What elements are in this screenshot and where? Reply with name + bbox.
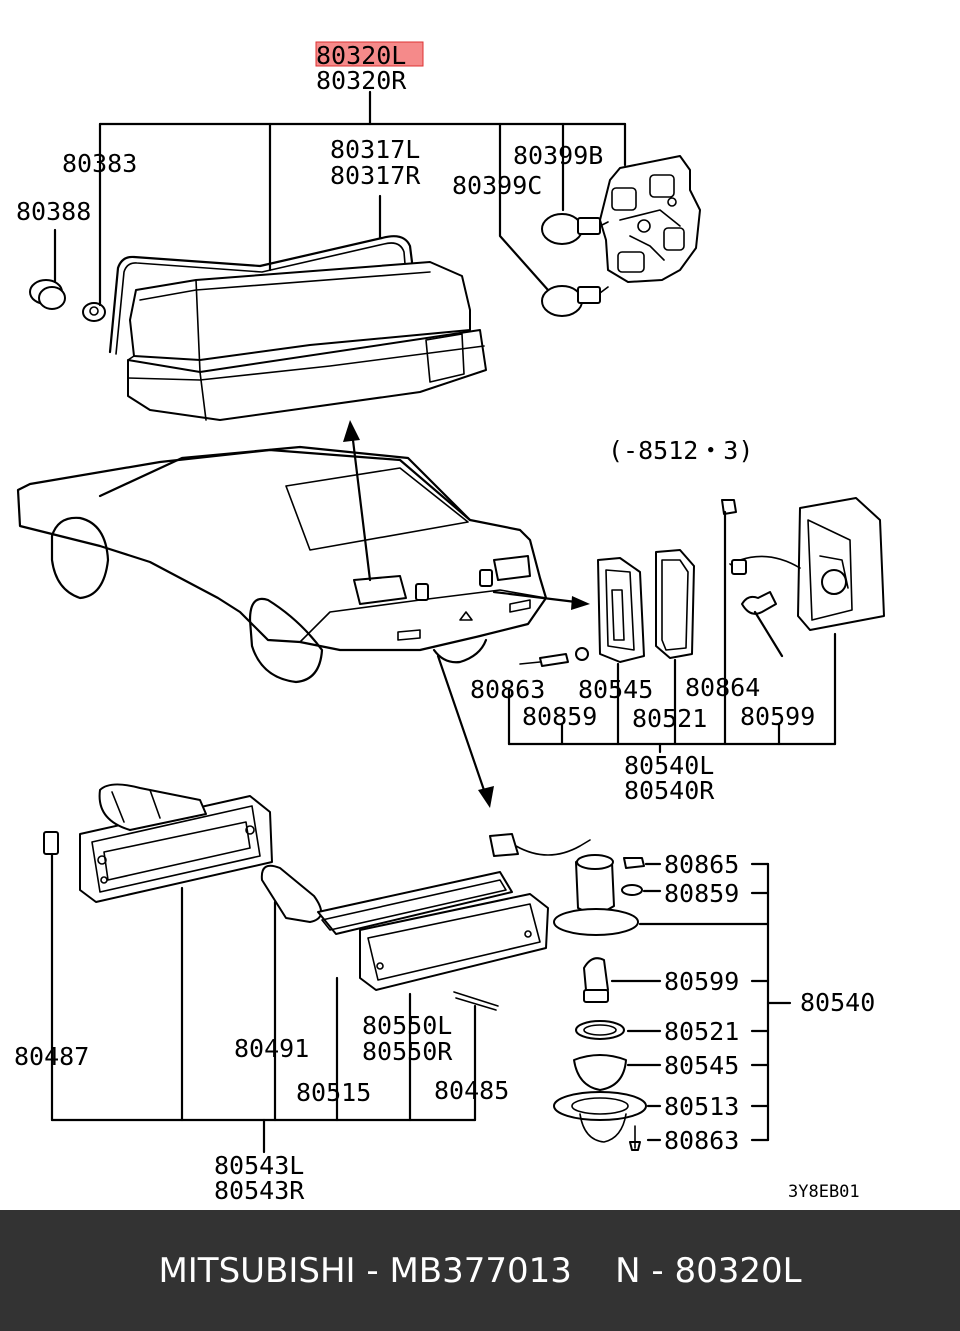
label-80540L[interactable]: 80540L (624, 751, 714, 780)
diagram-code: 3Y8EB01 (788, 1182, 860, 1202)
label-80599-lower[interactable]: 80599 (664, 967, 739, 996)
side-marker-lamp-drawing (43, 783, 549, 1011)
part-labels: 80320L 80320R 80383 80388 80317L 80317R … (14, 41, 875, 1205)
label-80863-lower[interactable]: 80863 (664, 1126, 739, 1155)
label-80388[interactable]: 80388 (16, 197, 91, 226)
label-80599-upper[interactable]: 80599 (740, 702, 815, 731)
label-80317L[interactable]: 80317L (330, 135, 420, 164)
label-80550L[interactable]: 80550L (362, 1011, 452, 1040)
label-80521-upper[interactable]: 80521 (632, 704, 707, 733)
bulb-80399B-drawing (541, 213, 609, 245)
label-80540R[interactable]: 80540R (624, 776, 715, 805)
label-80863-upper[interactable]: 80863 (470, 675, 545, 704)
socket-assembly-drawing (599, 155, 701, 283)
bottom-left-leader-lines (50, 852, 477, 1154)
label-80545-lower[interactable]: 80545 (664, 1051, 739, 1080)
label-80399B[interactable]: 80399B (513, 141, 603, 170)
bulb-80399C-drawing (541, 285, 609, 317)
label-80545-upper[interactable]: 80545 (578, 675, 653, 704)
label-80865[interactable]: 80865 (664, 850, 739, 879)
label-80864[interactable]: 80864 (685, 673, 760, 702)
label-80859-upper[interactable]: 80859 (522, 702, 597, 731)
label-80485[interactable]: 80485 (434, 1076, 509, 1105)
top-leader-lines (53, 90, 627, 307)
label-80550R[interactable]: 80550R (362, 1037, 453, 1066)
clip-80388-drawing (29, 279, 66, 310)
car-drawing (16, 445, 548, 684)
license-lamp-exploded-drawing (489, 833, 647, 1151)
label-80543L[interactable]: 80543L (214, 1151, 304, 1180)
label-80320R[interactable]: 80320R (316, 66, 407, 95)
selected-part-highlight (315, 41, 424, 67)
bottom-right-leader-lines (610, 862, 792, 1142)
nut-80383-drawing (82, 302, 106, 322)
license-lamp-early-drawing (519, 497, 885, 667)
label-80320L[interactable]: 80320L (316, 41, 406, 70)
label-80521-lower[interactable]: 80521 (664, 1017, 739, 1046)
label-80491[interactable]: 80491 (234, 1034, 309, 1063)
label-80859-lower[interactable]: 80859 (664, 879, 739, 908)
parts-diagram: 80320L 80320R 80383 80388 80317L 80317R … (14, 41, 885, 1205)
label-80487[interactable]: 80487 (14, 1042, 89, 1071)
label-80399C[interactable]: 80399C (452, 171, 542, 200)
footer-bar: MITSUBISHI - MB377013 N - 80320L (0, 1210, 960, 1331)
label-80513[interactable]: 80513 (664, 1092, 739, 1121)
rear-combination-lamp-drawing (108, 235, 487, 421)
label-80317R[interactable]: 80317R (330, 161, 421, 190)
footer-part-info: MITSUBISHI - MB377013 N - 80320L (158, 1250, 802, 1291)
label-80540[interactable]: 80540 (800, 988, 875, 1017)
arrows (343, 420, 590, 808)
label-80515[interactable]: 80515 (296, 1078, 371, 1107)
label-80543R[interactable]: 80543R (214, 1176, 305, 1205)
label-80383[interactable]: 80383 (62, 149, 137, 178)
middle-leader-lines (507, 510, 837, 754)
date-note: (-8512・3) (608, 436, 753, 465)
